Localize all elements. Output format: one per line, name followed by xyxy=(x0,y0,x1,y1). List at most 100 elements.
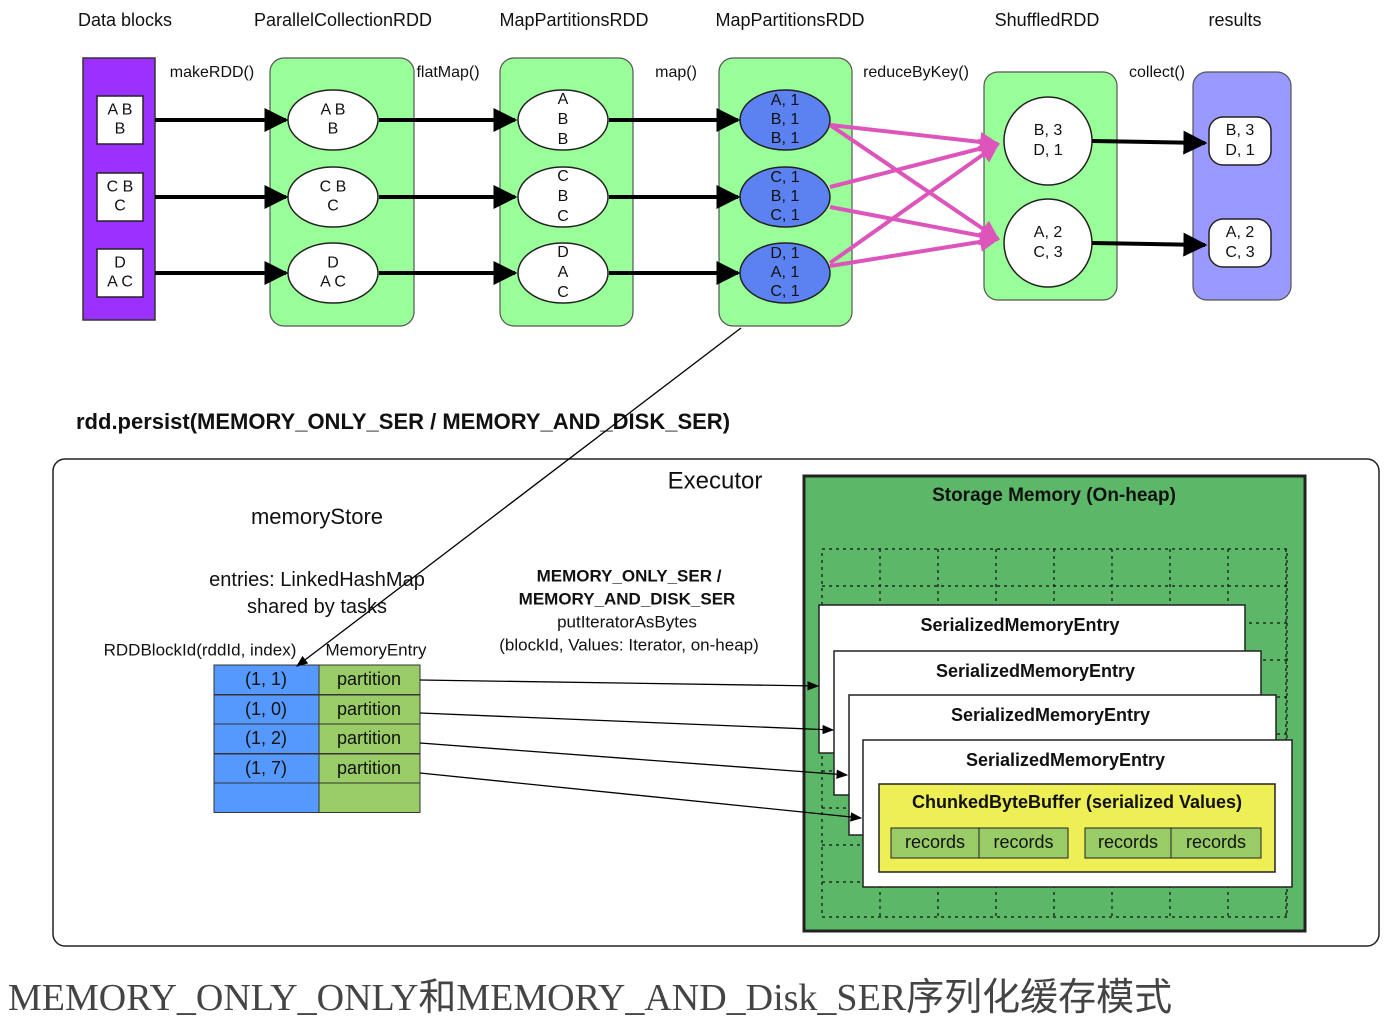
block-id-label: (1, 2) xyxy=(245,728,287,748)
partition-label: C xyxy=(557,168,569,185)
memory-entry-label: partition xyxy=(337,669,401,689)
stage-header: ShuffledRDD xyxy=(995,10,1100,30)
partition-label: A, 2 xyxy=(1034,224,1063,241)
result-node xyxy=(1208,218,1272,268)
partition-label: C xyxy=(557,284,569,301)
records-cell xyxy=(978,827,1069,859)
memory-entry-arrow xyxy=(419,742,849,779)
partition-node xyxy=(517,242,609,304)
partition-label: B xyxy=(558,111,569,128)
partition-label: B xyxy=(558,131,569,148)
data-block xyxy=(96,248,144,298)
records-label: records xyxy=(993,832,1053,852)
records-cell xyxy=(1170,827,1262,859)
partition-label: B, 3 xyxy=(1034,122,1063,139)
data-block-label: D xyxy=(114,255,126,272)
partition-label: B, 1 xyxy=(771,188,800,205)
partition-label: C xyxy=(327,198,339,215)
partition-label: D xyxy=(557,244,569,261)
put-method: putIteratorAsBytes xyxy=(557,612,697,631)
partition-label: A xyxy=(558,264,569,281)
shuffle-edge xyxy=(829,231,1000,268)
shuffle-edge xyxy=(828,123,1000,241)
data-block-label: B xyxy=(115,121,126,138)
partition-label: B, 1 xyxy=(771,130,800,147)
partition-label: B xyxy=(558,188,569,205)
serialized-memory-entry-title: SerializedMemoryEntry xyxy=(936,661,1135,681)
operation-label: makeRDD() xyxy=(170,64,254,81)
memory-entry-cell xyxy=(318,694,421,725)
data-block-label: C xyxy=(114,198,126,215)
partition-label: A B xyxy=(321,102,346,119)
partition-node xyxy=(517,166,609,228)
operation-label: flatMap() xyxy=(416,64,479,81)
block-id-cell xyxy=(213,782,320,813)
stage-header: ParallelCollectionRDD xyxy=(254,10,432,30)
partition-node xyxy=(517,89,609,151)
shuffle-edge xyxy=(829,138,1000,189)
partition-label: D xyxy=(327,255,339,272)
shuffle-edge xyxy=(829,205,1000,246)
memory-entry-cell xyxy=(318,753,421,784)
column-header-memory-entry: MemoryEntry xyxy=(325,640,427,659)
memory-entry-label: partition xyxy=(337,728,401,748)
result-label: A, 2 xyxy=(1226,224,1255,241)
result-label: B, 3 xyxy=(1226,122,1255,139)
storage-memory-title: Storage Memory (On-heap) xyxy=(932,485,1176,506)
partition-label: B xyxy=(328,121,339,138)
memory-entry-label: partition xyxy=(337,699,401,719)
result-node xyxy=(1208,116,1272,166)
block-id-label: (1, 1) xyxy=(245,669,287,689)
memory-store-title: memoryStore xyxy=(251,504,383,529)
shuffled-partition-node xyxy=(1003,198,1093,288)
memory-entry-arrow xyxy=(419,679,820,691)
memory-entry-cell xyxy=(318,782,421,813)
stage-header: MapPartitionsRDD xyxy=(499,10,648,30)
stage-header: Data blocks xyxy=(78,10,172,30)
serialized-memory-entry-title: SerializedMemoryEntry xyxy=(951,705,1150,725)
figure-caption: MEMORY_ONLY_ONLY和MEMORY_AND_Disk_SER序列化缓… xyxy=(8,977,1173,1019)
result-label: D, 1 xyxy=(1225,142,1254,159)
data-block xyxy=(96,172,144,222)
put-storage-level: MEMORY_ONLY_SER / xyxy=(537,566,722,585)
persist-call: rdd.persist(MEMORY_ONLY_SER / MEMORY_AND… xyxy=(76,409,730,434)
executor-title: Executor xyxy=(668,467,763,494)
memory-entry-arrow xyxy=(419,772,863,822)
partition-label: C xyxy=(557,208,569,225)
partition-label: B, 1 xyxy=(771,111,800,128)
memory-entry-cell xyxy=(318,664,421,695)
persist-arrow xyxy=(296,327,742,667)
data-block-label: A B xyxy=(108,102,133,119)
partition-label: A C xyxy=(320,274,346,291)
block-id-cell xyxy=(213,694,320,725)
partition-label: C B xyxy=(320,179,347,196)
records-label: records xyxy=(905,832,965,852)
partition-label: C, 1 xyxy=(770,283,799,300)
shuffled-partition-node xyxy=(1003,96,1093,186)
records-label: records xyxy=(1186,832,1246,852)
rdd-persist-diagram: Data blocks ParallelCollectionRDD MapParti… xyxy=(52,10,1380,947)
partition-label: A xyxy=(558,91,569,108)
partition-label: C, 1 xyxy=(770,169,799,186)
data-block-label: C B xyxy=(107,179,134,196)
result-label: C, 3 xyxy=(1225,244,1254,261)
partition-label: C, 3 xyxy=(1033,244,1062,261)
records-cell xyxy=(1084,827,1172,859)
operation-label: reduceByKey() xyxy=(863,64,969,81)
entries-label: shared by tasks xyxy=(247,596,387,618)
partition-label: C, 1 xyxy=(770,207,799,224)
collect-arrow xyxy=(1091,232,1208,257)
operation-label: map() xyxy=(655,64,697,81)
serialized-memory-entry-title: SerializedMemoryEntry xyxy=(920,615,1119,635)
shuffle-edge xyxy=(829,123,1000,152)
shuffle-edge xyxy=(828,142,1000,265)
partition-label: A, 1 xyxy=(771,264,800,281)
block-id-label: (1, 7) xyxy=(245,758,287,778)
chunked-byte-buffer-title: ChunkedByteBuffer (serialized Values) xyxy=(912,792,1242,812)
partition-label: D, 1 xyxy=(770,245,799,262)
partition-label: A, 1 xyxy=(771,92,800,109)
stage-header: results xyxy=(1208,10,1261,30)
data-block xyxy=(96,95,144,145)
memory-entry-arrow xyxy=(419,712,835,735)
